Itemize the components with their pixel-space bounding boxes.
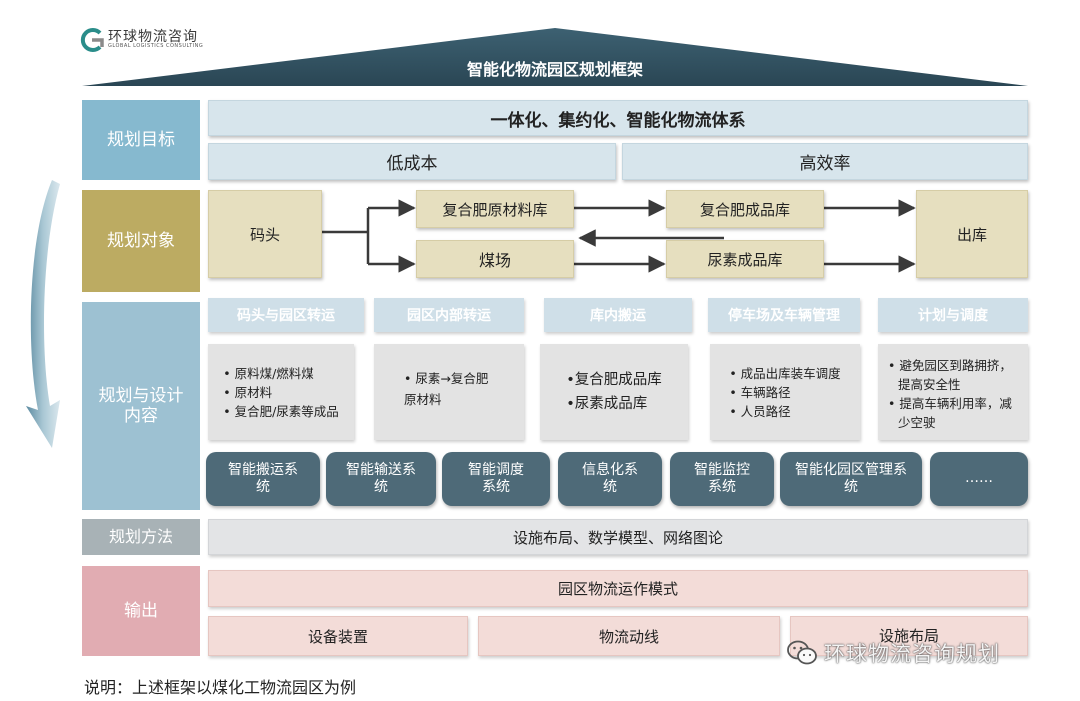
content-card-in-warehouse-handling: •复合肥成品库 •尿素成品库 <box>540 344 688 440</box>
object-label: 规划对象 <box>82 190 200 292</box>
system-smart-dispatch: 智能调度系统 <box>442 452 550 506</box>
content-card-parking-vehicles: • 成品出库装车调度 • 车辆路径 • 人员路径 <box>710 344 860 440</box>
list-item: • 成品出库装车调度 <box>729 365 841 381</box>
output-flow-lines: 物流动线 <box>478 616 780 656</box>
output-equipment: 设备装置 <box>208 616 468 656</box>
content-card-dock-transfer: • 原料煤/燃料煤 • 原材料 • 复合肥/尿素等成品 <box>208 344 354 440</box>
list-item: • 原材料 <box>223 384 273 400</box>
method-text: 设施布局、数学模型、网络图论 <box>208 519 1028 555</box>
list-item: • 避免园区到路拥挤，提高安全性 <box>888 358 1012 392</box>
logo-icon <box>80 28 104 52</box>
object-flow-arrows <box>322 199 916 273</box>
list-item: •复合肥成品库 <box>566 372 662 388</box>
system-information: 信息化系统 <box>558 452 662 506</box>
content-header-parking-vehicles: 停车场及车辆管理 <box>708 298 860 332</box>
list-item: • 复合肥/尿素等成品 <box>223 403 339 419</box>
list-item: • 提高车辆利用率，减少空驶 <box>888 396 1012 430</box>
list-item: • 尿素→复合肥原材料 <box>404 371 489 407</box>
node-coal-yard: 煤场 <box>416 240 574 278</box>
output-facility-layout: 设施布局 <box>790 616 1028 656</box>
node-outbound: 出库 <box>916 190 1028 278</box>
content-card-planning-scheduling: • 避免园区到路拥挤，提高安全性 • 提高车辆利用率，减少空驶 <box>878 344 1028 440</box>
framework-title: 智能化物流园区规划框架 <box>466 60 643 79</box>
goal-high-efficiency: 高效率 <box>622 143 1028 180</box>
wechat-icon <box>787 640 817 665</box>
list-item: •尿素成品库 <box>566 396 648 412</box>
content-header-in-warehouse-handling: 库内搬运 <box>544 298 692 332</box>
list-item: • 人员路径 <box>729 403 791 419</box>
goal-label: 规划目标 <box>82 100 200 180</box>
list-item: • 车辆路径 <box>729 384 791 400</box>
content-header-planning-scheduling: 计划与调度 <box>878 298 1028 332</box>
logo-name-cn: 环球物流咨询 <box>108 29 198 45</box>
method-label: 规划方法 <box>82 519 200 555</box>
footnote: 说明：上述框架以煤化工物流园区为例 <box>84 678 357 697</box>
roof-shape <box>82 28 1028 86</box>
content-card-internal-transfer: • 尿素→复合肥原材料 <box>374 344 524 440</box>
system-smart-park-management: 智能化园区管理系统 <box>780 452 922 506</box>
flow-arrow-icon <box>26 180 60 448</box>
system-more: …… <box>930 452 1028 506</box>
content-header-dock-transfer: 码头与园区转运 <box>208 298 364 332</box>
watermark-text: 环球物流咨询规划 <box>824 642 1000 666</box>
node-dock: 码头 <box>208 190 322 278</box>
output-main: 园区物流运作模式 <box>208 570 1028 607</box>
output-label: 输出 <box>82 566 200 656</box>
system-smart-handling: 智能搬运系统 <box>206 452 320 506</box>
node-urea-warehouse: 尿素成品库 <box>666 240 824 278</box>
node-finished-goods-warehouse: 复合肥成品库 <box>666 190 824 228</box>
content-header-internal-transfer: 园区内部转运 <box>374 298 524 332</box>
content-label: 规划与设计内容 <box>82 302 200 510</box>
goal-low-cost: 低成本 <box>208 143 616 180</box>
system-smart-conveying: 智能输送系统 <box>326 452 436 506</box>
logo-name-en: GLOBAL LOGISTICS CONSULTING <box>108 43 204 49</box>
system-smart-monitoring: 智能监控系统 <box>670 452 774 506</box>
goal-main: 一体化、集约化、智能化物流体系 <box>208 100 1028 136</box>
node-raw-material-warehouse: 复合肥原材料库 <box>416 190 574 228</box>
watermark: 环球物流咨询规划 <box>786 636 1046 670</box>
list-item: • 原料煤/燃料煤 <box>223 365 314 381</box>
